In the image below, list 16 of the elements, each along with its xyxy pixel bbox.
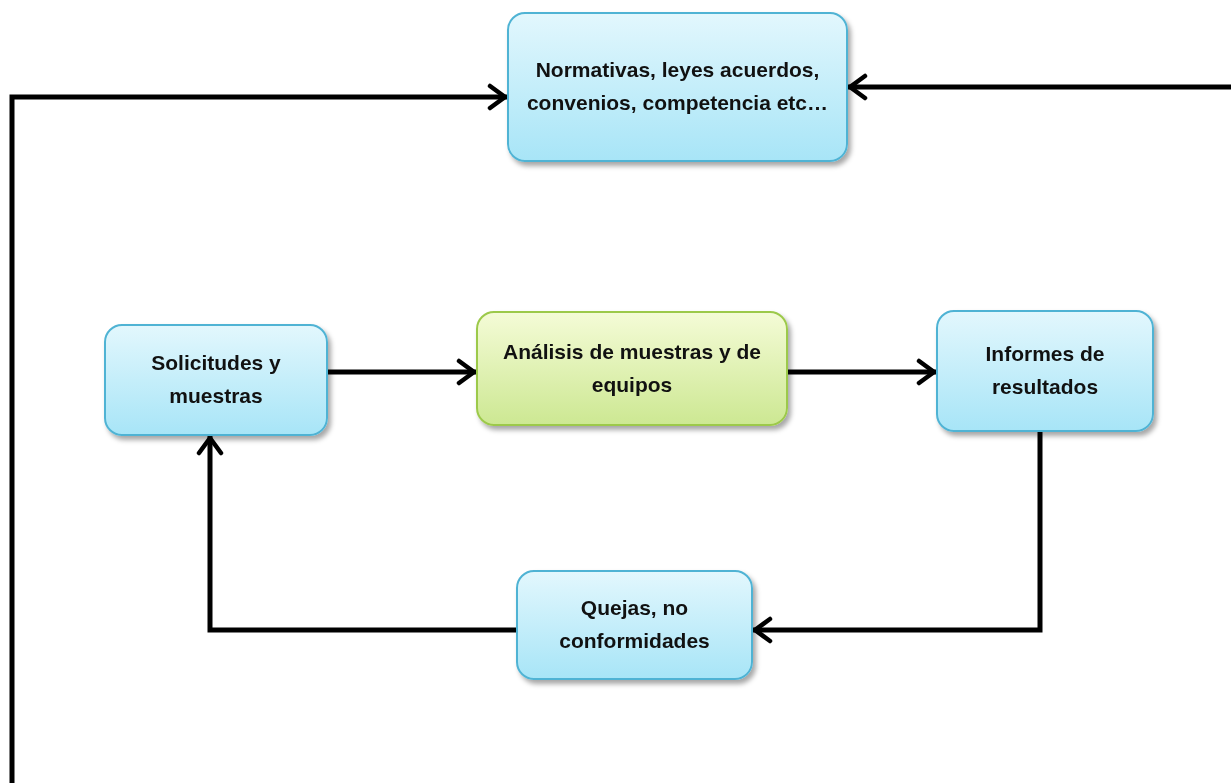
arrow (196, 435, 516, 633)
process-box (104, 324, 328, 436)
process-box (936, 310, 1154, 432)
process-box (476, 311, 788, 426)
box-label: Normativas, leyes acuerdos, convenios, competencia etc… (525, 57, 830, 116)
box-label: Quejas, no conformidades (558, 595, 711, 654)
box-label: Análisis de muestras y de equipos (502, 338, 762, 398)
process-box (507, 12, 848, 162)
process-box (516, 570, 753, 680)
arrow (847, 73, 1231, 101)
box-label: Solicitudes y muestras (150, 350, 282, 409)
box-label: Informes de resultados (984, 341, 1106, 400)
arrow (328, 358, 477, 386)
arrow (9, 83, 508, 783)
arrow (752, 432, 1043, 644)
arrow (788, 358, 937, 386)
